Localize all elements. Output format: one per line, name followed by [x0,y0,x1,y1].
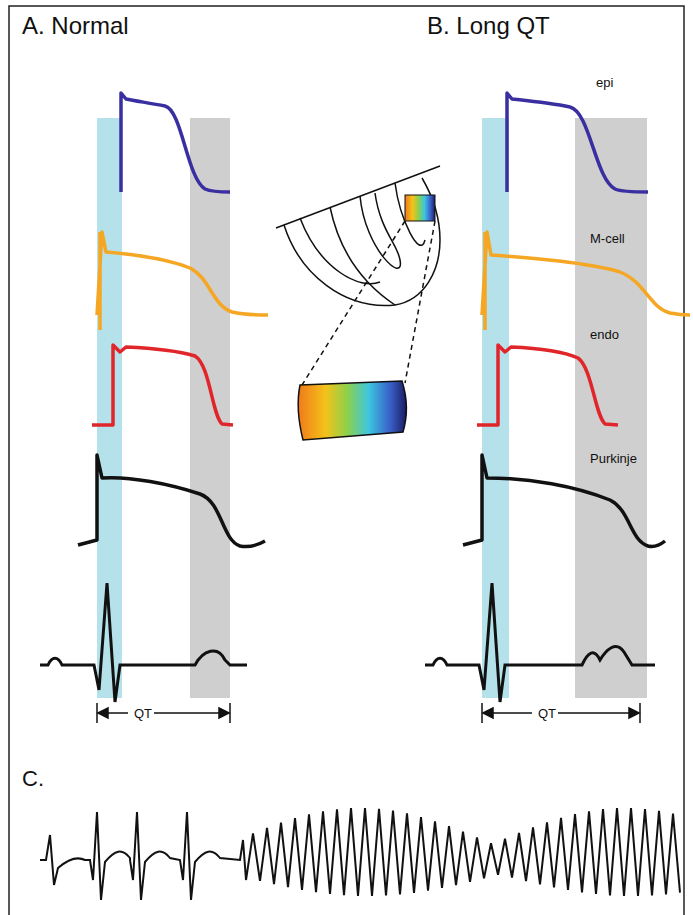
mcell-action-potential [97,232,268,330]
mcell-action-potential [482,232,690,330]
repolarization-band [190,118,230,698]
heart-sketch [276,166,440,305]
panel-label: A. Normal [22,14,129,38]
epi-action-potential [507,93,648,192]
tissue-wedge [405,195,435,221]
interval-label: QT [132,707,154,720]
purkinje-action-potential [463,455,665,547]
torsade-trace [40,808,680,900]
transmural-wedge [298,381,406,440]
epi-action-potential [121,93,230,192]
cell-label: M-cell [590,232,625,245]
cell-label: Purkinje [590,452,637,465]
purkinje-action-potential [78,455,265,547]
panel-label: C. [22,768,44,790]
panel-label: B. Long QT [427,14,550,38]
depolarization-band [482,118,509,698]
cell-label: epi [596,76,613,89]
ecg-trace [425,583,655,702]
cell-label: endo [590,328,619,341]
interval-label: QT [536,707,558,720]
repolarization-band [575,118,647,698]
ecg-trace [40,583,247,702]
endo-action-potential [477,345,618,425]
frame [9,6,684,915]
endo-action-potential [92,345,233,425]
